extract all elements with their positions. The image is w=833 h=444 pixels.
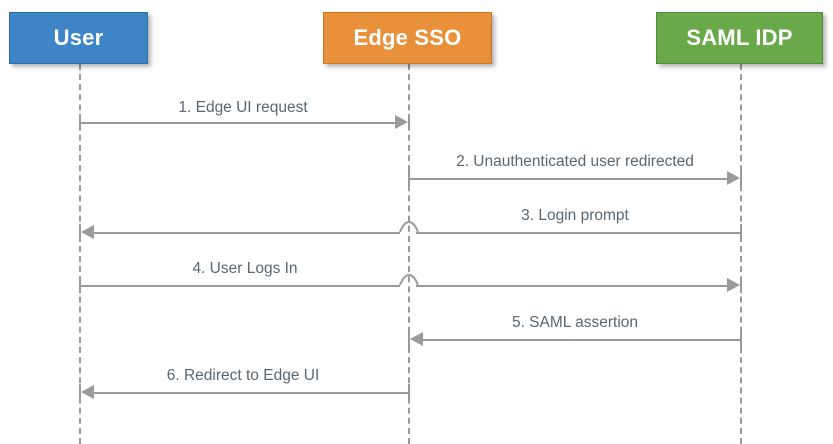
actor-label-user: User [53,25,104,50]
lifeline-edge-sso [408,64,410,444]
message-4-target-stub [740,277,742,293]
message-label-6: 6. Redirect to Edge UI [166,367,320,384]
message-line-4-left-segment [79,285,400,287]
actor-label-edge-sso: Edge SSO [353,25,462,50]
message-arrowhead-1 [395,115,408,129]
message-5-source-stub [740,331,742,347]
message-arrowhead-3 [81,225,94,239]
message-label-3: 3. Login prompt [521,207,629,224]
message-line-2 [408,178,727,180]
message-arrowhead-6 [81,385,94,399]
message-label-2: 2. Unauthenticated user redirected [456,153,694,170]
message-5-target-stub [408,331,410,347]
message-3-source-stub [740,224,742,240]
message-arrowhead-4 [727,278,740,292]
message-arrowhead-5 [410,332,423,346]
actor-box-saml-idp[interactable]: SAML IDP [656,12,823,64]
message-1-target-stub [408,114,410,130]
message-4-lifeline-jump [399,273,419,286]
actor-label-saml-idp: SAML IDP [686,25,793,50]
actor-box-edge-sso[interactable]: Edge SSO [323,12,492,64]
message-line-1 [79,122,395,124]
lifeline-saml-idp [740,64,742,444]
message-3-target-stub [79,224,81,240]
message-line-6 [94,392,408,394]
actor-box-user[interactable]: User [9,12,148,64]
message-line-4-right-segment [416,285,727,287]
message-6-target-stub [79,384,81,400]
message-line-3-right-segment [416,232,740,234]
message-line-3-left-segment [94,232,400,234]
message-line-5 [423,339,740,341]
message-label-1: 1. Edge UI request [178,99,308,116]
lifeline-user [79,64,81,444]
message-label-5: 5. SAML assertion [511,314,639,331]
message-arrowhead-2 [727,171,740,185]
message-6-source-stub [408,384,410,400]
message-label-4: 4. User Logs In [192,260,298,277]
message-3-lifeline-jump [399,220,419,233]
message-2-target-stub [740,170,742,186]
